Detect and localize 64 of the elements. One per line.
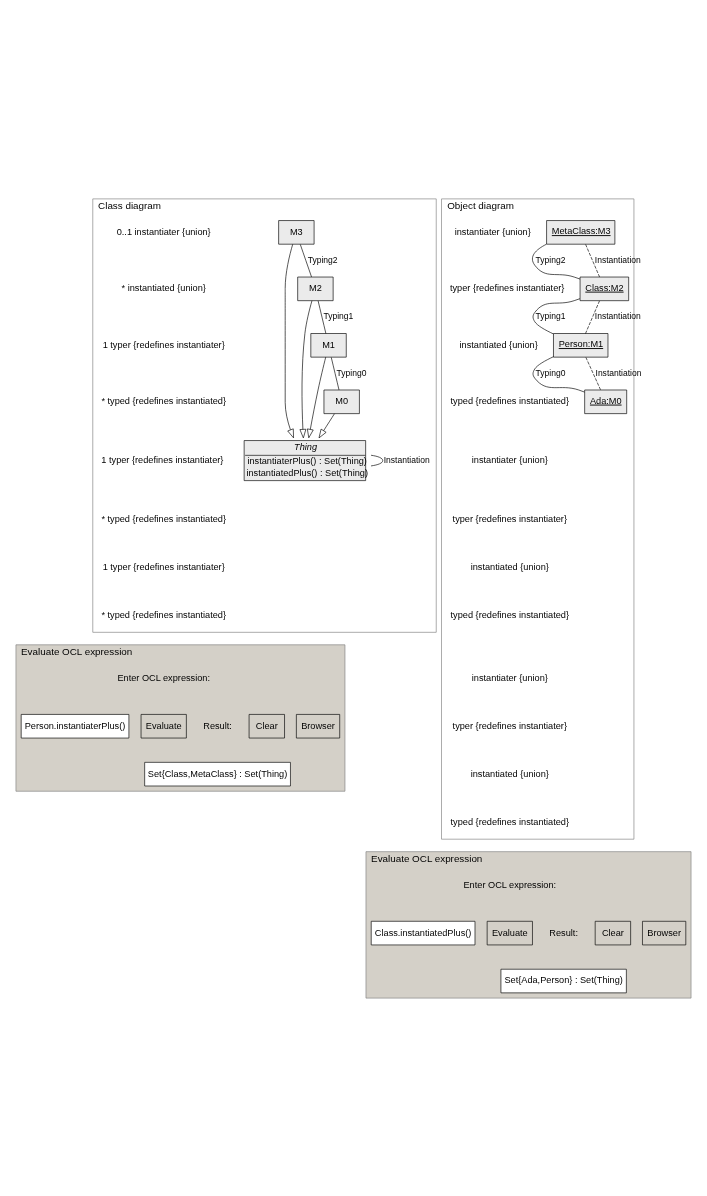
connector (317, 300, 327, 334)
connector (532, 243, 581, 279)
node-box: MetaClass:M3 (546, 219, 616, 245)
arrow (284, 243, 294, 438)
label: * typed {redefines instantiated} (101, 609, 227, 620)
label: * typed {redefines instantiated} (101, 513, 227, 524)
label: 0..1 instantiater {union} (116, 226, 211, 237)
arrow (318, 413, 335, 438)
edge-label: Typing0 (535, 367, 566, 378)
label: 1 typer {redefines instantiater} (102, 339, 225, 350)
node-box: Browser (296, 713, 341, 738)
connector (585, 300, 600, 334)
label: Enter OCL expression: (117, 672, 211, 683)
edge-label: Typing2 (535, 254, 566, 265)
edge-label: Instantiation (595, 367, 642, 378)
node-box: Class.instantiatedPlus() (370, 920, 476, 945)
node-box: Evaluate (486, 920, 533, 945)
node-box: Clear (248, 713, 285, 738)
label: 1 typer {redefines instantiater} (102, 561, 225, 572)
edge-label: Typing1 (323, 310, 354, 321)
label: typed {redefines instantiated} (450, 816, 570, 827)
label: typer {redefines instantiater} (449, 282, 565, 293)
label: Result: (203, 720, 232, 731)
node-box: M3 (278, 219, 315, 245)
label: Result: (549, 927, 578, 938)
node-box: Browser (642, 920, 687, 945)
arrow (299, 299, 313, 438)
node-box: M1 (310, 332, 347, 357)
label: instantiated {union} (470, 768, 549, 779)
label: instantiater {union} (471, 454, 548, 465)
label: instantiater {union} (471, 672, 548, 683)
node-box: Clear (594, 920, 631, 945)
edge-label: Typing1 (535, 310, 566, 321)
connector (532, 355, 585, 392)
node-box: Evaluate (140, 713, 187, 738)
node-box: Class:M2 (579, 276, 629, 301)
edge-label: Instantiation (594, 310, 641, 321)
connector (532, 297, 581, 334)
label: * instantiated {union} (121, 282, 206, 293)
label: * typed {redefines instantiated} (101, 395, 227, 406)
label: 1 typer {redefines instantiater} (101, 454, 224, 465)
label: instantiated {union} (459, 339, 538, 350)
edge-label: Instantiation (383, 454, 430, 465)
connector (300, 243, 312, 277)
label: instantiater {union} (454, 226, 531, 237)
node-box: Person.instantiaterPlus() (20, 713, 130, 738)
node-box: M0 (323, 389, 360, 414)
node-box: Ada:M0 (584, 389, 628, 414)
label: typer {redefines instantiater} (452, 513, 567, 524)
edge-label: Typing2 (307, 254, 338, 265)
label: Enter OCL expression: (463, 879, 557, 890)
arrow (307, 356, 327, 438)
connector (585, 243, 600, 277)
connector (585, 356, 601, 390)
node-box: M2 (297, 276, 334, 301)
label: typed {redefines instantiated} (450, 609, 570, 620)
edge-label: Instantiation (594, 254, 641, 265)
label: typed {redefines instantiated} (450, 395, 570, 406)
node-box: Set{Ada,Person} : Set(Thing) (500, 968, 627, 993)
label: typer {redefines instantiater} (452, 720, 567, 731)
node-box: Set{Class,MetaClass} : Set(Thing) (144, 761, 291, 786)
edge-label: Typing0 (336, 367, 367, 378)
node-box: Person:M1 (553, 332, 609, 357)
label: instantiated {union} (470, 561, 549, 572)
